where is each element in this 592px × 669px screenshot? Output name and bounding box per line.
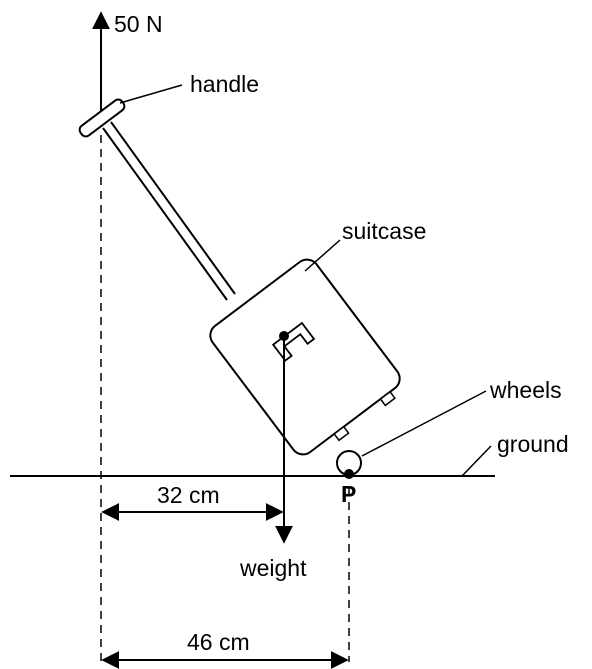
dimension-32cm-label: 32 cm bbox=[157, 482, 220, 508]
handle-rod bbox=[102, 121, 236, 301]
ground-label: ground bbox=[497, 431, 569, 457]
wheels-label: wheels bbox=[489, 377, 562, 403]
wheels-leader-line bbox=[361, 390, 487, 457]
ground-leader-line bbox=[461, 445, 492, 477]
weight-label: weight bbox=[239, 555, 307, 581]
dimension-46cm-label: 46 cm bbox=[187, 629, 250, 655]
suitcase-body bbox=[209, 258, 401, 456]
handle-label: handle bbox=[190, 71, 259, 97]
force-label: 50 N bbox=[114, 11, 163, 37]
suitcase-label: suitcase bbox=[342, 218, 426, 244]
handle-leader-line bbox=[119, 84, 183, 104]
pivot-dot bbox=[344, 469, 354, 479]
pivot-label: P bbox=[341, 481, 356, 507]
suitcase-leader-line bbox=[304, 239, 341, 272]
